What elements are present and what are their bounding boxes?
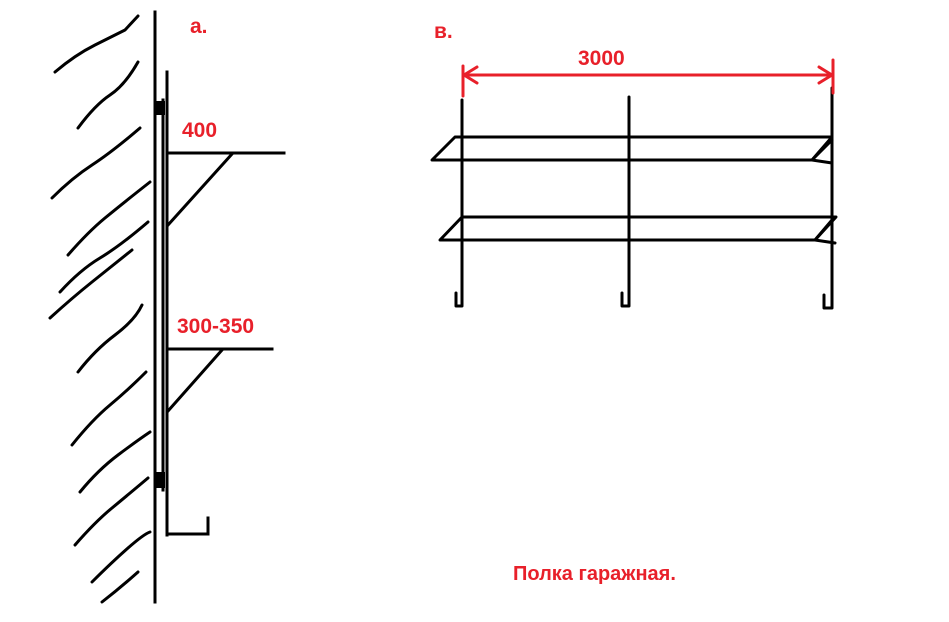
- wall-anchor-bottom: [156, 472, 165, 488]
- shelf-depth-bottom-label: 300-350: [177, 315, 255, 338]
- view-v-label: в.: [434, 20, 453, 43]
- shelf-depth-top-label: 400: [182, 119, 218, 142]
- foot-left: [454, 291, 464, 308]
- side-view: [153, 10, 286, 604]
- bracket-top-side: [165, 151, 235, 228]
- wall-anchor-top: [156, 101, 165, 115]
- arrow-left-icon: [462, 65, 479, 85]
- shelf-top-front: [430, 135, 834, 162]
- front-view: [430, 86, 838, 310]
- drawing-caption: Полка гаражная.: [513, 563, 676, 585]
- view-a-label: а.: [190, 15, 208, 38]
- foot-right: [822, 293, 834, 310]
- shelf-length-label: 3000: [578, 47, 625, 70]
- dimension-3000: [461, 58, 835, 98]
- bracket-top-front: [810, 138, 834, 165]
- wall-hatching: [48, 14, 152, 604]
- floor-hook-side: [165, 516, 210, 536]
- arrow-right-icon: [817, 65, 834, 85]
- shelf-bottom-front: [438, 215, 838, 242]
- bracket-bottom-front: [813, 218, 837, 245]
- bracket-bottom-side: [165, 347, 225, 414]
- foot-middle: [620, 291, 631, 308]
